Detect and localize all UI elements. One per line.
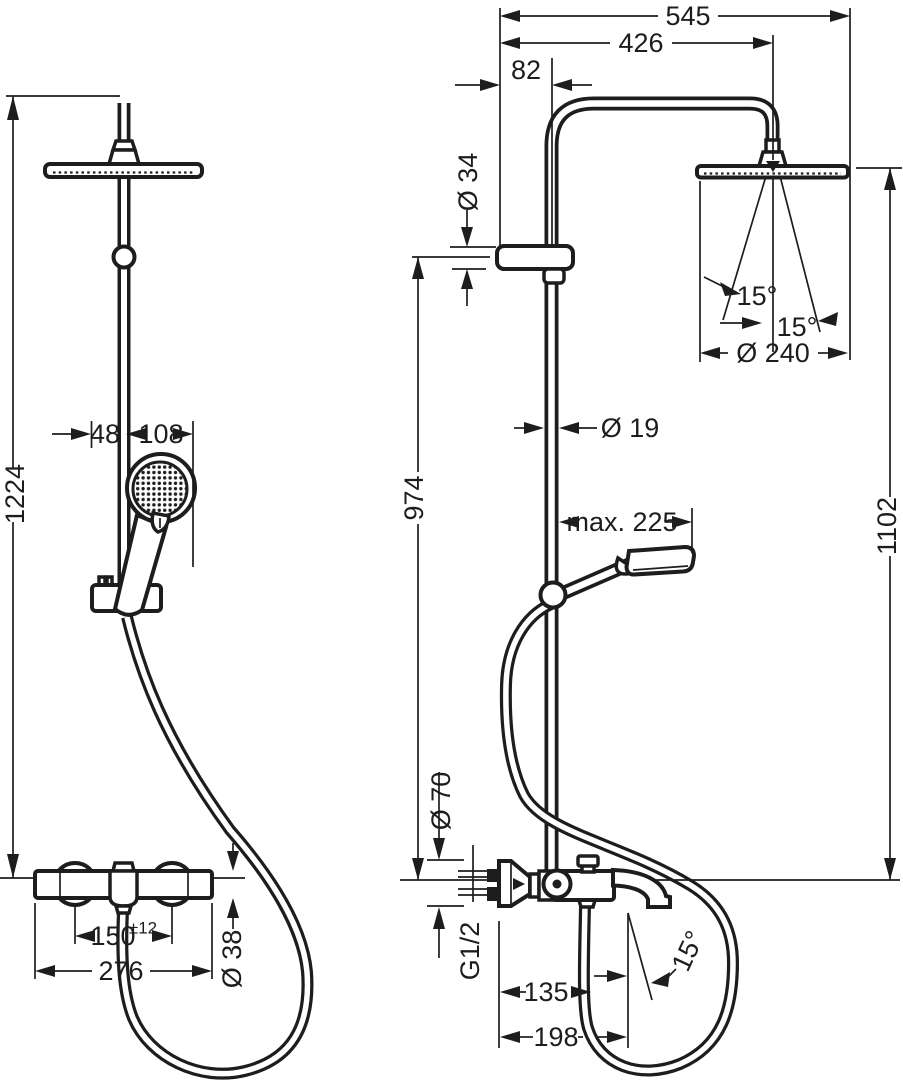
dim-arm-depth-label: 426	[618, 28, 663, 58]
side-thermostat-valve	[458, 854, 672, 909]
dim-connection-centers-label: 150	[90, 921, 135, 951]
front-riser-pipe	[106, 103, 142, 588]
side-spray-cone: 15° 15°	[703, 175, 838, 352]
dim-spout-reach: 198	[500, 913, 629, 1052]
dim-riser-height: 974	[399, 256, 490, 880]
side-wall-bracket	[495, 244, 575, 285]
side-valve-handle	[576, 854, 600, 868]
side-shower-hose	[499, 598, 740, 1077]
front-shower-hose	[116, 615, 314, 1080]
dim-escutcheon-diameter: Ø 70	[426, 772, 464, 958]
side-pivot-holder	[538, 580, 568, 610]
dim-escutcheon-diameter-label: Ø 70	[426, 772, 456, 831]
dim-head-diameter: Ø 240	[699, 181, 848, 368]
dim-hose-offset: 135	[500, 977, 591, 1007]
dim-connection-centers: 150 ±12	[74, 906, 173, 951]
dim-spout-angle-label: 15°	[666, 926, 710, 976]
dim-total-height: 1224	[0, 95, 120, 878]
front-thermostat-valve	[33, 861, 214, 915]
front-overhead-shower	[43, 162, 204, 179]
dim-wall-offset-label: 82	[511, 55, 541, 85]
dim-valve-width-label: 276	[98, 956, 143, 986]
dim-hand-shower-reach: max. 225	[559, 507, 693, 553]
dim-valve-diameter: Ø 38	[217, 843, 247, 988]
dim-hose-offset-label: 135	[523, 977, 568, 1007]
dim-overhead-height-label: 1102	[872, 497, 902, 555]
dim-total-depth: 545	[500, 1, 851, 360]
dim-pipe-diameter-label: Ø 19	[601, 413, 660, 443]
dim-arm-depth: 426	[500, 28, 774, 160]
dim-thread-size: G1/2	[455, 845, 485, 980]
dim-total-depth-label: 545	[665, 1, 710, 31]
dim-connection-tolerance-label: ±12	[129, 919, 157, 938]
dim-rail-and-handshower: 48 108	[52, 419, 194, 567]
dim-thread-size-label: G1/2	[455, 922, 485, 981]
dim-pipe-diameter: Ø 19	[514, 413, 659, 443]
side-view: 15° 15°	[399, 1, 902, 1077]
dim-overhead-height: 1102	[856, 167, 902, 880]
dim-valve-width: 276	[34, 903, 213, 986]
front-rail-knob	[111, 244, 137, 270]
dim-hand-shower-reach-label: max. 225	[566, 507, 677, 537]
front-spray-face	[131, 460, 189, 518]
dim-valve-diameter-label: Ø 38	[217, 930, 247, 989]
dim-total-height-label: 1224	[0, 464, 30, 524]
dim-spout-angle: 15°	[594, 912, 710, 1001]
dim-spray-angle-right-label: 15°	[777, 312, 818, 342]
side-hand-shower	[538, 544, 697, 610]
dim-head-diameter-label: Ø 240	[736, 338, 810, 368]
front-view: 1224 48 108 150 ±12	[0, 95, 314, 1080]
dim-spray-angle-left-label: 15°	[737, 281, 778, 311]
dim-wall-offset: 82	[455, 55, 592, 247]
side-riser-and-arm	[544, 96, 780, 872]
dim-spout-reach-label: 198	[533, 1022, 578, 1052]
dim-riser-height-label: 974	[399, 475, 429, 520]
side-tub-spout	[611, 867, 672, 909]
dim-rail-offset-label: 48	[90, 419, 120, 449]
dim-bracket-height-label: Ø 34	[453, 153, 483, 212]
dim-bracket-height: Ø 34	[450, 153, 496, 306]
front-hand-shower	[112, 452, 197, 617]
